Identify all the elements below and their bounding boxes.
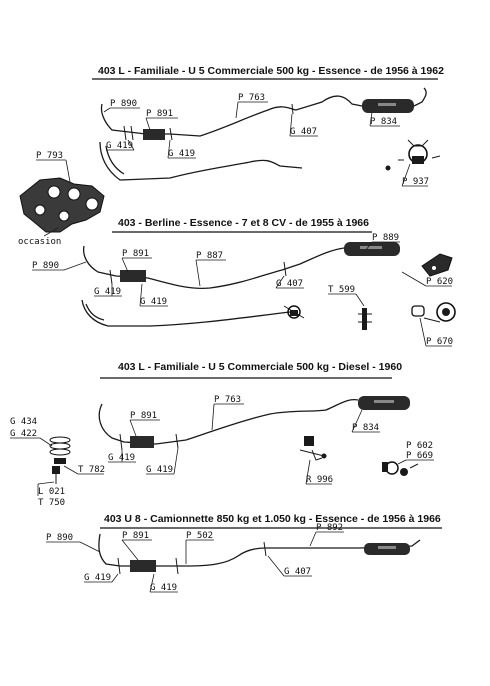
section-1: 403 L - Familiale - U 5 Commerciale 500 … [18,65,444,247]
clamp-p937-illustration [385,139,441,171]
label-occasion: occasion [18,237,61,247]
label-p763: P 763 [238,93,265,103]
label-g419-a: G 419 [84,573,111,583]
bracket-r996-illustration [299,436,327,461]
silencer-small [120,270,146,282]
label-g407: G 407 [290,127,317,137]
flange-gasket-illustration [49,436,71,484]
manifold-illustration [19,177,105,233]
label-g422: G 422 [10,429,37,439]
silencer-small [143,129,165,140]
label-t750: T 750 [38,498,65,508]
silencer-small [130,560,156,572]
clamp-p670-illustration [411,302,456,323]
bracket-t599-illustration [358,308,372,330]
label-p891: P 891 [122,531,149,541]
label-p887: P 887 [196,251,223,261]
tail-pipe-p620-illustration [421,253,453,277]
label-p620: P 620 [426,277,453,287]
label-p891: P 891 [146,109,173,119]
label-l021: L 021 [38,487,65,497]
label-p602: P 602 [406,441,433,451]
label-p834: P 834 [370,117,397,127]
label-p890: P 890 [46,533,73,543]
label-g407: G 407 [276,279,303,289]
label-p891: P 891 [130,411,157,421]
label-t782: T 782 [78,465,105,475]
label-g419-a: G 419 [106,141,133,151]
label-p763: P 763 [214,395,241,405]
label-p890: P 890 [32,261,59,271]
section-1-lower-pipe [99,141,303,181]
section-2-title: 403 - Berline - Essence - 7 et 8 CV - de… [118,217,369,229]
label-p890: P 890 [110,99,137,109]
section-4-title: 403 U 8 - Camionnette 850 kg et 1.050 kg… [104,513,441,525]
section-3-main-pipe [98,396,410,451]
label-g419-a: G 419 [108,453,135,463]
section-1-title: 403 L - Familiale - U 5 Commerciale 500 … [98,65,444,77]
section-2-lower-pipe [81,299,291,327]
label-p937: P 937 [402,177,429,187]
label-g434: G 434 [10,417,37,427]
label-p892: P 892 [316,523,343,533]
label-p669: P 669 [406,451,433,461]
section-2-main-pipe [82,242,400,290]
section-4: 403 U 8 - Camionnette 850 kg et 1.050 kg… [46,513,442,593]
label-g419-b: G 419 [146,465,173,475]
label-p502: P 502 [186,531,213,541]
section-3-title: 403 L - Familiale - U 5 Commerciale 500 … [118,361,402,373]
section-3: 403 L - Familiale - U 5 Commerciale 500 … [10,361,434,508]
label-t599: T 599 [328,285,355,295]
label-p889: P 889 [372,233,399,243]
clamp-p602-illustration [382,461,419,476]
label-g407: G 407 [284,567,311,577]
label-r996: R 996 [306,475,333,485]
section-4-main-pipe [98,533,421,575]
section-1-main-pipe [100,87,427,141]
label-p891: P 891 [122,249,149,259]
label-g419-b: G 419 [140,297,167,307]
silencer-small [130,436,154,448]
label-g419-b: G 419 [168,149,195,159]
label-p670: P 670 [426,337,453,347]
section-2: 403 - Berline - Essence - 7 et 8 CV - de… [32,217,456,347]
label-p834: P 834 [352,423,379,433]
label-g419-b: G 419 [150,583,177,593]
label-p793: P 793 [36,151,63,161]
label-g419-a: G 419 [94,287,121,297]
hanger-illustration [283,305,305,319]
